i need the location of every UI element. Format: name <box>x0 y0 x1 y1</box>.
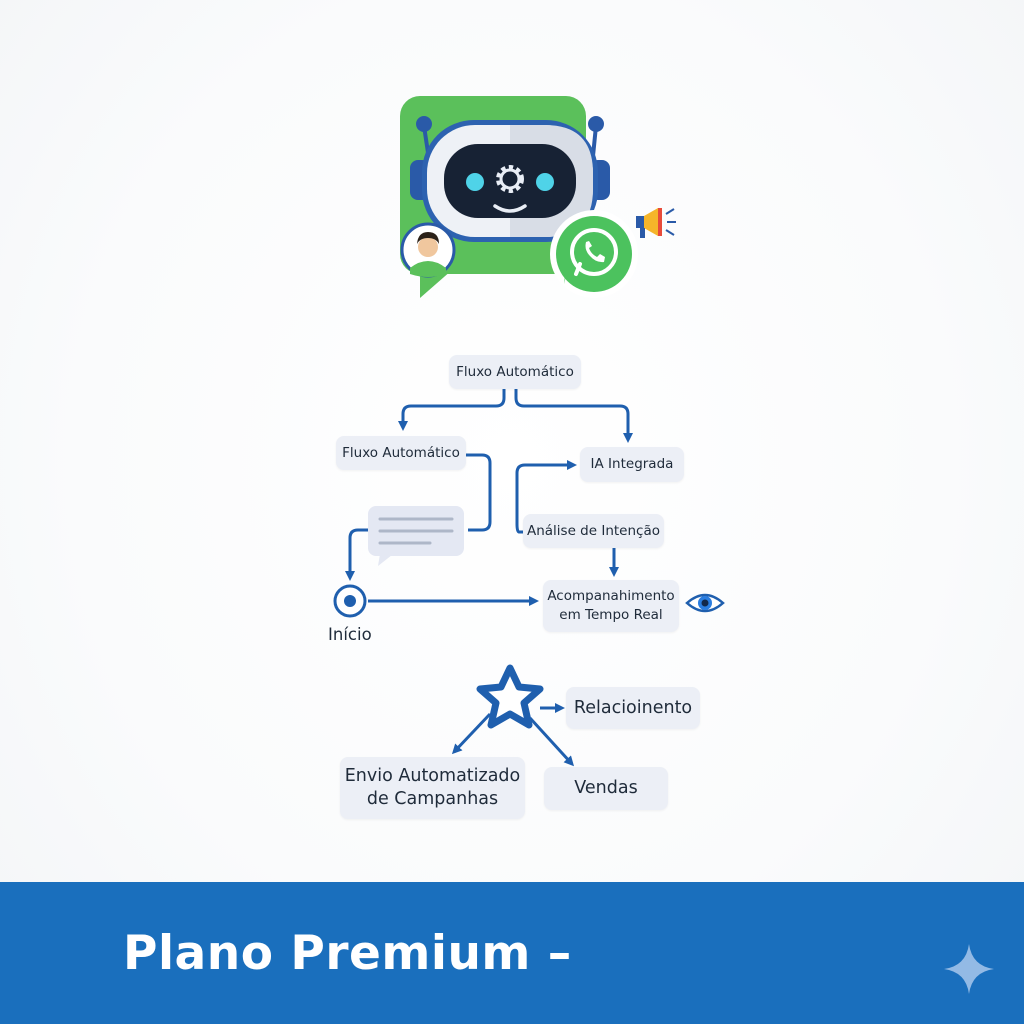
flow-node-relationship: Relacioinento <box>566 687 700 729</box>
flow-node-realtime-line1: Acompanahimento <box>547 588 675 604</box>
flow-node-top-label: Fluxo Automático <box>456 363 574 380</box>
flow-connectors <box>333 388 725 767</box>
start-label: Início <box>328 625 372 644</box>
flow-node-campaigns-line2: de Campanhas <box>366 789 499 809</box>
chatbot-illustration <box>400 96 676 298</box>
flow-node-analysis: Análise de Intenção <box>523 514 664 548</box>
user-avatar-icon <box>400 222 456 278</box>
chat-bubble-icon <box>368 506 464 566</box>
start-circle-icon <box>333 584 367 618</box>
star-icon <box>476 664 544 729</box>
flow-node-ia-label: IA Integrada <box>590 456 674 472</box>
flow-node-analysis-label: Análise de Intenção <box>526 522 660 539</box>
flow-node-campaigns-line1: Envio Automatizado <box>344 766 521 786</box>
flow-node-campaigns: Envio Automatizado de Campanhas <box>340 757 525 819</box>
bottom-banner <box>0 882 1024 1024</box>
flow-node-left-label: Fluxo Automático <box>342 444 460 461</box>
sparkle-icon <box>944 944 994 994</box>
gear-icon <box>496 165 524 193</box>
flow-node-realtime-line2: em Tempo Real <box>559 607 663 623</box>
flow-node-ia: IA Integrada <box>580 447 684 482</box>
flow-node-top: Fluxo Automático <box>449 355 581 389</box>
flow-node-realtime: Acompanahimento em Tempo Real <box>543 580 679 632</box>
banner-title: Plano Premium – <box>123 926 572 981</box>
robot-chatbot-icon <box>410 116 610 242</box>
flow-node-relationship-label: Relacioinento <box>573 697 693 718</box>
flow-node-left: Fluxo Automático <box>336 436 466 470</box>
flow-node-sales: Vendas <box>544 767 668 810</box>
flow-node-sales-label: Vendas <box>574 778 638 798</box>
whatsapp-icon <box>550 210 638 298</box>
eye-icon <box>685 593 725 613</box>
megaphone-icon <box>636 208 676 238</box>
